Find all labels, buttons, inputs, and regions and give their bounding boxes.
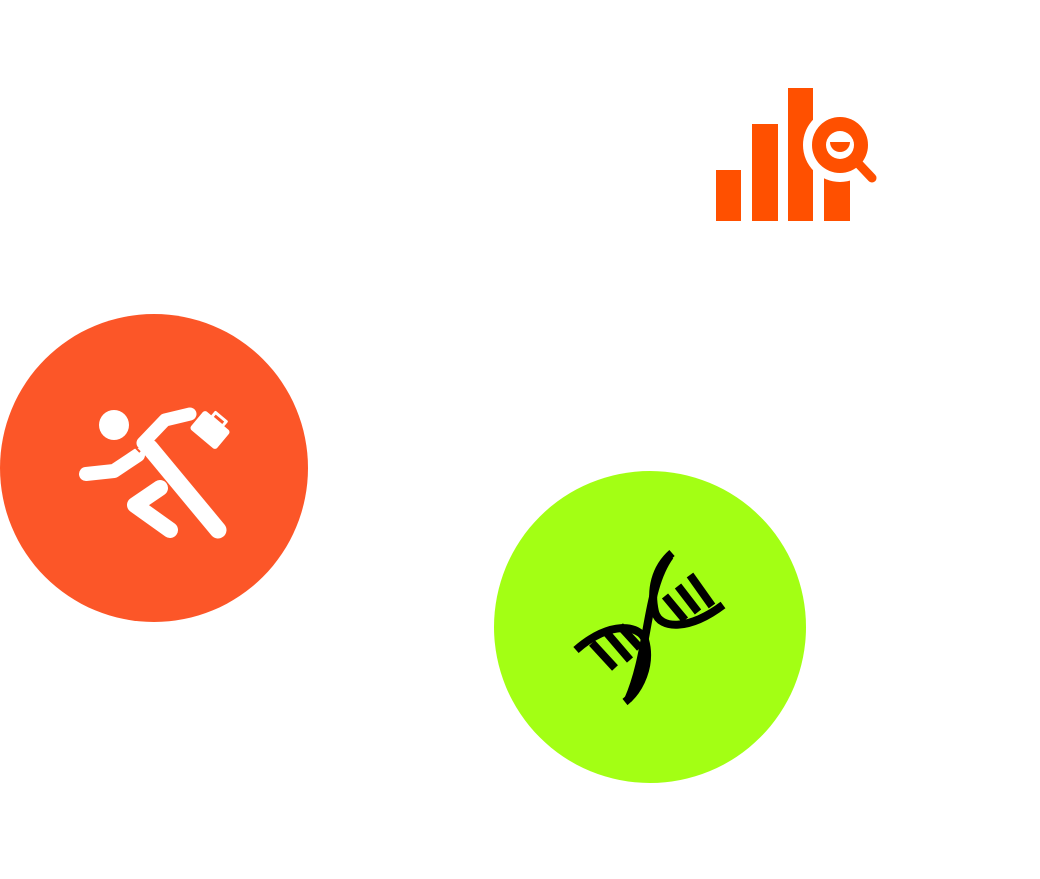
bar-chart-search-icon <box>716 88 880 221</box>
orange-circle-background <box>0 314 308 622</box>
dna-icon <box>494 471 806 783</box>
running-businessman-icon <box>0 314 308 622</box>
